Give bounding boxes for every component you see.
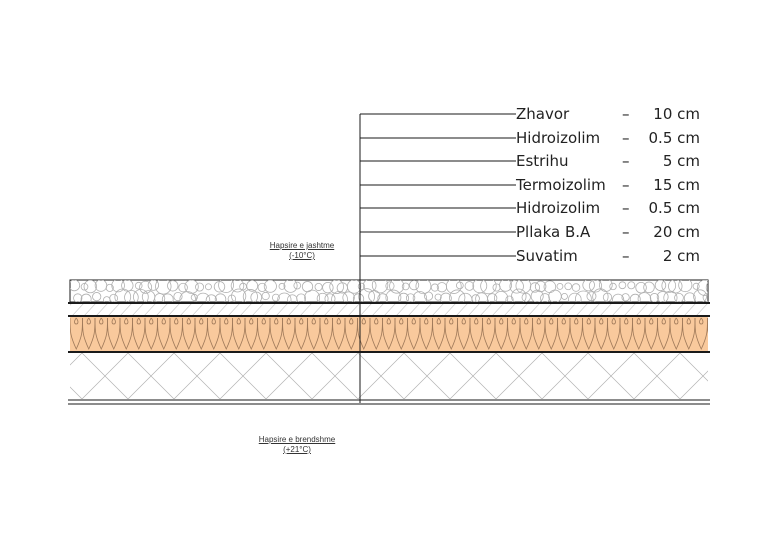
leader-lines: [359, 113, 516, 403]
plaster-layer: [68, 399, 710, 405]
layer-label-screed: Estrihu: [516, 152, 569, 170]
layer-dash: –: [622, 199, 630, 217]
layer-thickness: 20 cm: [653, 223, 700, 241]
layer-dash: –: [622, 223, 630, 241]
layer-dash: –: [622, 176, 630, 194]
layer-thickness: 0.5 cm: [648, 129, 700, 147]
layer-dash: –: [622, 247, 630, 265]
exterior-space-note: Hapsire e jashtme (-10°C): [242, 241, 362, 261]
interior-space-name: Hapsire e brendshme: [258, 435, 336, 444]
layer-dash: –: [622, 105, 630, 123]
layer-thickness: 0.5 cm: [648, 199, 700, 217]
concrete-slab-layer: [70, 353, 708, 399]
layer-label-waterproofing-2: Hidroizolim: [516, 199, 601, 217]
screed-layer: [70, 304, 708, 315]
exterior-space-temp: (-10°C): [289, 251, 315, 260]
layer-thickness: 10 cm: [653, 105, 700, 123]
layer-label-plaster: Suvatim: [516, 247, 578, 265]
layer-dash: –: [622, 152, 630, 170]
layer-thickness: 5 cm: [662, 152, 700, 170]
interior-space-temp: (+21°C): [283, 445, 311, 454]
gravel-layer: [69, 279, 709, 303]
insulation-layer: [68, 315, 710, 353]
layer-label-thermal-insulation: Termoizolim: [516, 176, 606, 194]
layer-thickness: 15 cm: [653, 176, 700, 194]
exterior-space-name: Hapsire e jashtme: [269, 241, 335, 250]
layer-label-gravel: Zhavor: [516, 105, 570, 123]
interior-space-note: Hapsire e brendshme (+21°C): [237, 435, 357, 455]
layer-thickness: 2 cm: [662, 247, 700, 265]
layer-dash: –: [622, 129, 630, 147]
layer-label-slab: Pllaka B.A: [516, 223, 591, 241]
layer-label-waterproofing: Hidroizolim: [516, 129, 601, 147]
